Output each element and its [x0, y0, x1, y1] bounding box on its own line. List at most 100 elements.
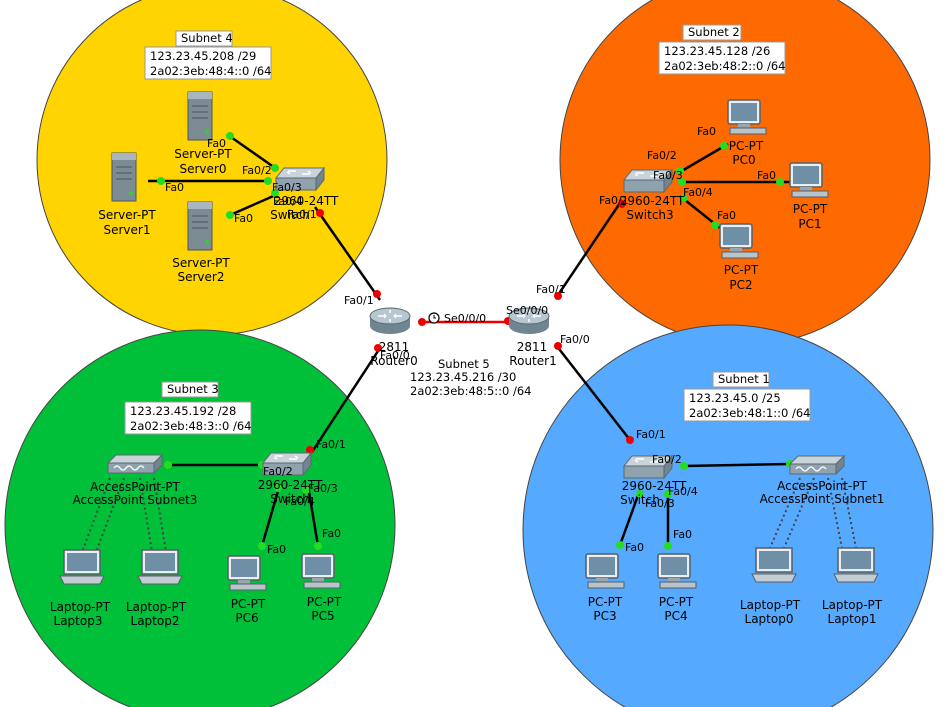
port-label: Fa0	[165, 181, 184, 194]
link-switch3-router1	[554, 199, 624, 299]
subnet2-title: Subnet 2	[688, 25, 740, 39]
server2-type-label: Server-PT	[172, 256, 230, 270]
subnet2-ipv4: 123.23.45.128 /26	[664, 44, 770, 58]
switch3-name-label: Switch3	[626, 208, 673, 222]
device-labels: Server-PT Server0 Server-PT Server1 Serv…	[50, 139, 885, 628]
laptop-icon[interactable]	[59, 549, 105, 585]
switch-s4-model-label: 2960-24TT	[274, 194, 339, 208]
port-label: Fa0/0	[380, 349, 410, 362]
router-icon[interactable]	[369, 307, 411, 335]
subnet4-info: Subnet 4 123.23.45.208 /29 2a02:3eb:48:4…	[144, 30, 272, 80]
pc-icon[interactable]	[719, 223, 759, 259]
link-switch-router0	[313, 206, 382, 301]
port-label: Fa0/3	[308, 482, 338, 495]
link-pc0-switch3	[679, 142, 729, 174]
port-label: Fa0	[234, 212, 253, 225]
link-router0-switch-s3	[310, 347, 382, 453]
subnet3-area	[4, 329, 396, 707]
port-label: Fa0/2	[263, 465, 293, 478]
pc3-name-label: PC3	[593, 609, 616, 623]
router0-name-label: Router0	[370, 354, 417, 368]
link-switch-pc5	[306, 485, 320, 547]
pc-icon[interactable]	[727, 99, 767, 135]
switch-s1-name-label: Switch	[620, 493, 660, 507]
subnet4-ipv6: 2a02:3eb:48:4::0 /64	[150, 64, 272, 78]
switch-s3-model-label: 2960-24TT	[258, 478, 323, 492]
link-switch-s1-ap	[683, 462, 791, 468]
port-label: Se0/0/0	[506, 304, 548, 317]
ap-s1-name-label: AccessPoint Subnet1	[760, 492, 885, 506]
ap-s3-name-label: AccessPoint Subnet3	[73, 493, 198, 507]
wireless-links	[81, 477, 857, 553]
server-icon[interactable]	[187, 201, 213, 251]
pc-icon[interactable]	[227, 555, 267, 591]
port-label: Fa0	[717, 209, 736, 222]
subnet5-info: Subnet 5 123.23.45.216 /30 2a02:3eb:48:5…	[410, 357, 532, 398]
laptop2-type-label: Laptop-PT	[126, 600, 187, 614]
port-label: Fa0	[673, 528, 692, 541]
port-label: Fa0/4	[668, 485, 698, 498]
router1-model-label: 2811	[517, 340, 548, 354]
laptop3-name-label: Laptop3	[54, 614, 103, 628]
laptop2-name-label: Laptop2	[131, 614, 180, 628]
port-label: Fa0	[207, 137, 226, 150]
port-label: Fa0/1	[344, 294, 374, 307]
server-icon[interactable]	[111, 152, 137, 202]
router0-model-label: 2811	[379, 340, 410, 354]
port-label: Fa0/3	[272, 181, 302, 194]
laptop-icon[interactable]	[833, 547, 879, 583]
subnet2-ipv6: 2a02:3eb:48:2::0 /64	[664, 59, 786, 73]
port-label: Fa0/4	[273, 195, 303, 208]
pc-icon[interactable]	[789, 162, 829, 198]
pc5-type-label: PC-PT	[307, 595, 342, 609]
port-label: Fa0/4	[285, 495, 315, 508]
port-label: Fa0/2	[242, 164, 272, 177]
port-label: Fa0/0	[560, 333, 590, 346]
laptop3-type-label: Laptop-PT	[50, 600, 111, 614]
subnet1-title: Subnet 1	[718, 372, 770, 386]
port-label: Fa0/1	[316, 438, 346, 451]
pc4-type-label: PC-PT	[659, 595, 694, 609]
pc6-name-label: PC6	[235, 611, 258, 625]
pc3-type-label: PC-PT	[588, 595, 623, 609]
subnet3-info: Subnet 3 123.23.45.192 /28 2a02:3eb:48:3…	[124, 381, 252, 435]
link-switch-pc3	[618, 489, 642, 546]
server1-name-label: Server1	[104, 223, 151, 237]
subnet5-title: Subnet 5	[438, 357, 490, 371]
pc1-name-label: PC1	[798, 217, 821, 231]
access-point-icon[interactable]	[107, 454, 163, 474]
ap-s1-type-label: AccessPoint-PT	[777, 479, 867, 493]
subnet3-title: Subnet 3	[167, 382, 219, 396]
links	[148, 133, 791, 547]
server-icon[interactable]	[187, 91, 213, 141]
laptop-icon[interactable]	[751, 547, 797, 583]
pc5-name-label: PC5	[311, 609, 334, 623]
pc-icon[interactable]	[585, 553, 625, 589]
subnet5-ipv4: 123.23.45.216 /30	[410, 370, 516, 384]
port-label: Fa0	[697, 125, 716, 138]
port-label: Fa0	[267, 543, 286, 556]
pc6-type-label: PC-PT	[231, 597, 266, 611]
port-label: Fa0/4	[683, 186, 713, 199]
router1-name-label: Router1	[509, 354, 556, 368]
ap-s3-type-label: AccessPoint-PT	[90, 480, 180, 494]
subnet4-title: Subnet 4	[181, 31, 233, 45]
pc-icon[interactable]	[657, 553, 697, 589]
pc1-type-label: PC-PT	[793, 202, 828, 216]
port-label: Fa0/3	[653, 169, 683, 182]
pc0-name-label: PC0	[732, 153, 755, 167]
access-point-icon[interactable]	[789, 455, 845, 475]
link-server2-switch	[227, 192, 279, 218]
server0-name-label: Server0	[180, 162, 227, 176]
laptop1-name-label: Laptop1	[828, 612, 877, 626]
pc2-name-label: PC2	[729, 278, 752, 292]
port-label: Fa0/1	[636, 428, 666, 441]
clock-icon	[428, 312, 440, 324]
port-label: Fa0/2	[647, 149, 677, 162]
subnet5-ipv6: 2a02:3eb:48:5::0 /64	[410, 384, 532, 398]
pc-icon[interactable]	[301, 553, 341, 589]
laptop-icon[interactable]	[137, 549, 183, 585]
port-label: Fa0/1	[599, 194, 629, 207]
pc4-name-label: PC4	[664, 609, 687, 623]
link-server0-switch	[227, 133, 279, 172]
